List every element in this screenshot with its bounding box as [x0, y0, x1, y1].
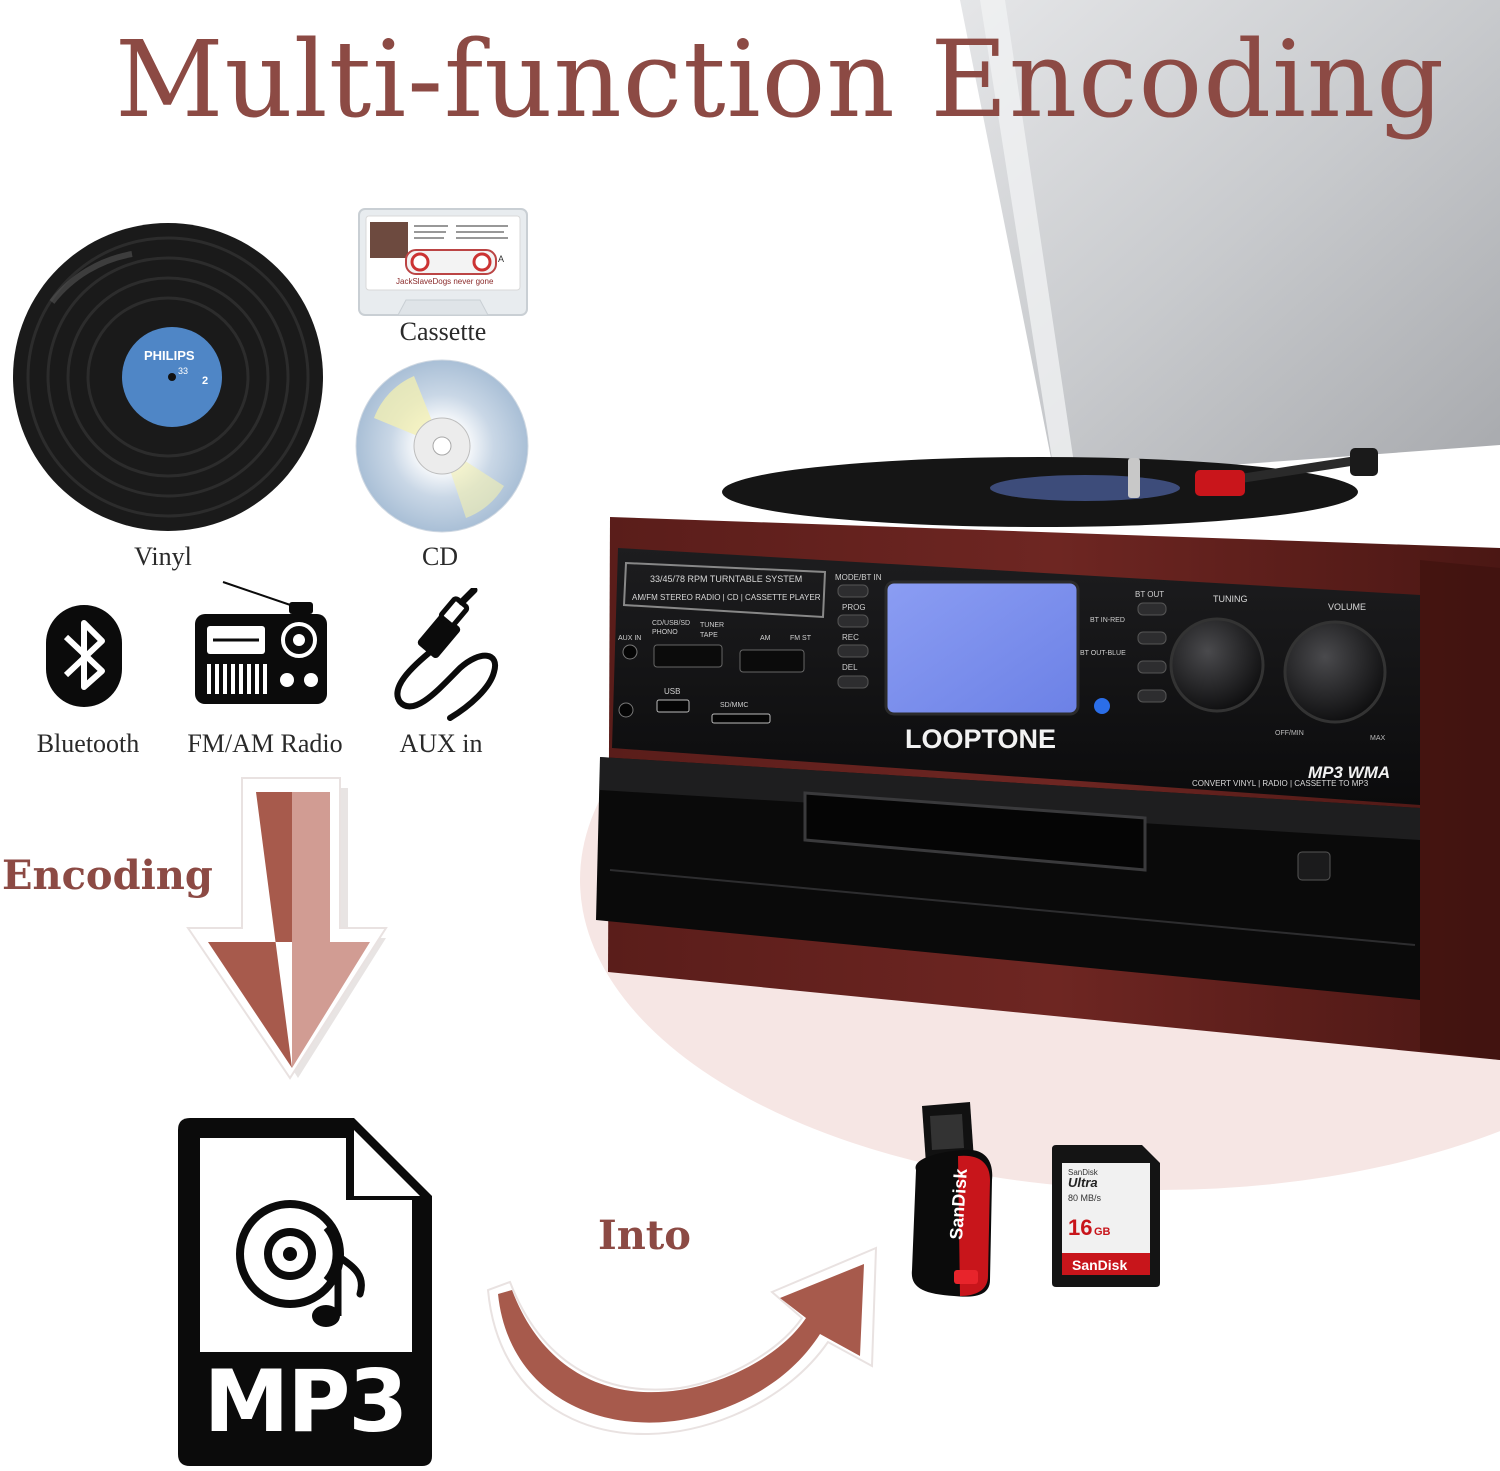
- source-label-cd: CD: [421, 542, 459, 571]
- into-curved-arrow: [486, 1246, 878, 1435]
- source-label-vinyl: Vinyl: [134, 542, 192, 571]
- stop-button[interactable]: [1137, 631, 1167, 645]
- record-label-side: 2: [202, 375, 208, 387]
- volume-min-label: OFF/MIN: [1275, 730, 1304, 737]
- panel-line-2: AM/FM STEREO RADIO | CD | CASSETTE PLAYE…: [632, 593, 821, 602]
- prog-button[interactable]: [837, 614, 869, 628]
- page-title: Multi-function Encoding: [115, 18, 1446, 141]
- tonearm-cartridge: [1195, 470, 1245, 496]
- next-button[interactable]: [1137, 660, 1167, 674]
- sd-speed: 80 MB/s: [1068, 1193, 1102, 1203]
- encoding-down-arrow: [186, 777, 388, 1080]
- mp3-label: MP3: [203, 1352, 408, 1452]
- volume-knob[interactable]: [1283, 620, 1387, 724]
- source-label-bluetooth: Bluetooth: [36, 729, 140, 758]
- prev-button[interactable]: [1137, 689, 1167, 703]
- sd-slot[interactable]: [711, 713, 771, 724]
- player-brand: LOOPTONE: [905, 724, 1056, 754]
- switch-label-tuner: TUNER: [700, 622, 724, 629]
- bt-indicator-led: [1094, 698, 1110, 714]
- cassette-side: A: [498, 254, 504, 264]
- sd-unit: GB: [1094, 1226, 1111, 1238]
- tuning-knob[interactable]: [1169, 617, 1265, 713]
- radio-icon: [195, 581, 327, 704]
- volume-max-label: MAX: [1370, 735, 1386, 742]
- sd-card-icon: SanDisk Ultra 80 MB/s 16 GB SanDisk: [1052, 1145, 1160, 1287]
- source-label-aux: AUX in: [399, 729, 483, 758]
- format-badge: MP3 WMA: [1308, 763, 1390, 782]
- bluetooth-icon: [46, 605, 122, 707]
- switch-label-tape: TAPE: [700, 632, 718, 639]
- btn-label-btout: BT OUT: [1135, 590, 1164, 599]
- play-pause-button[interactable]: [1137, 602, 1167, 616]
- mode-button[interactable]: [837, 584, 869, 598]
- switch-label-am: AM: [760, 635, 771, 642]
- dust-cover: [960, 0, 1500, 478]
- rec-button[interactable]: [837, 644, 869, 658]
- panel-line-1: 33/45/78 RPM TURNTABLE SYSTEM: [650, 574, 802, 584]
- record-label-speed: 33: [178, 366, 188, 376]
- del-button[interactable]: [837, 675, 869, 689]
- btn-label-del: DEL: [842, 663, 858, 672]
- switch-label-cd: CD/USB/SD: [652, 620, 690, 627]
- eject-button[interactable]: [1297, 851, 1331, 881]
- into-label: Into: [598, 1212, 691, 1259]
- port-label-usb: USB: [664, 687, 680, 696]
- source-label-cassette: Cassette: [399, 317, 487, 346]
- cd-disc-icon: [355, 359, 529, 533]
- btn-label-btoutblue: BT OUT-BLUE: [1080, 650, 1126, 657]
- sd-brand-top: SanDisk: [1068, 1168, 1099, 1177]
- knob-label-volume: VOLUME: [1328, 602, 1366, 612]
- band-switch[interactable]: [739, 649, 805, 673]
- vinyl-record-icon: PHILIPS 33 2: [13, 223, 323, 531]
- port-label-sd: SD/MMC: [720, 702, 748, 709]
- aux-jack[interactable]: [622, 644, 638, 660]
- slogan-text: CONVERT VINYL | RADIO | CASSETTE TO MP3: [1192, 779, 1369, 788]
- btn-label-mode: MODE/BT IN: [835, 573, 882, 582]
- usb-port[interactable]: [656, 699, 690, 713]
- cassette-album: JackSlaveDogs never gone: [396, 277, 494, 286]
- knob-label-tuning: TUNING: [1213, 594, 1248, 604]
- sd-line: Ultra: [1068, 1175, 1098, 1190]
- btn-label-rec: REC: [842, 633, 859, 642]
- aux-cable-icon: [394, 588, 499, 721]
- btn-label-btinred: BT IN-RED: [1090, 617, 1125, 624]
- cassette-tape-icon: A JackSlaveDogs never gone: [358, 208, 528, 316]
- port-label-aux: AUX IN: [618, 635, 641, 642]
- sd-capacity: 16: [1068, 1215, 1092, 1240]
- usb-drive-icon: SanDisk: [911, 1102, 993, 1297]
- sd-brand-bottom: SanDisk: [1072, 1257, 1127, 1273]
- record-label-brand: PHILIPS: [144, 348, 195, 363]
- headphone-jack[interactable]: [618, 702, 634, 718]
- lcd-display: [884, 580, 1080, 716]
- mp3-file-icon: [178, 1118, 432, 1466]
- btn-label-prog: PROG: [842, 603, 866, 612]
- cd-slot[interactable]: [803, 791, 1147, 872]
- encoding-label: Encoding: [2, 852, 213, 899]
- switch-label-fmst: FM ST: [790, 635, 812, 642]
- function-switch[interactable]: [653, 644, 723, 668]
- turntable-system: 33/45/78 RPM TURNTABLE SYSTEM AM/FM STER…: [596, 0, 1500, 1060]
- source-label-radio: FM/AM Radio: [187, 729, 343, 758]
- switch-label-phono: PHONO: [652, 629, 678, 636]
